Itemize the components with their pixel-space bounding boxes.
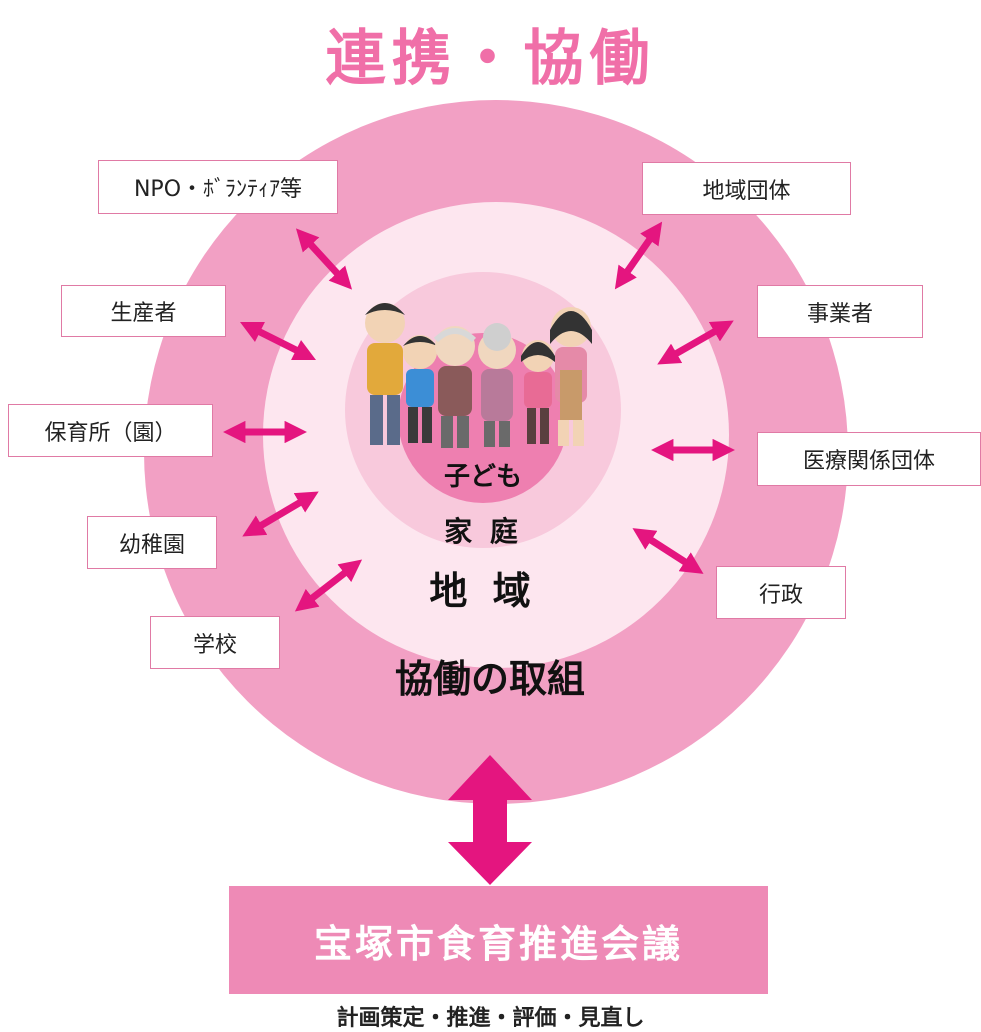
partner-npo-label: NPO・ﾎﾞﾗﾝﾃｨｱ等 xyxy=(133,177,303,202)
title: 連携・協働 xyxy=(325,24,656,94)
council-arrow xyxy=(448,755,532,885)
father-figure xyxy=(365,303,405,445)
partner-nursery: 保育所（園） xyxy=(8,404,213,457)
council-name: 宝塚市食育推進会議 xyxy=(313,921,683,966)
arrow-producers xyxy=(239,321,317,361)
arrow-kindergarten xyxy=(242,491,319,537)
family-illustration xyxy=(365,303,592,448)
partner-business-label: 事業者 xyxy=(806,301,873,327)
partner-school: 学校 xyxy=(150,616,280,669)
partner-kindergarten-label: 幼稚園 xyxy=(118,532,185,558)
partner-community: 地域団体 xyxy=(642,162,851,215)
partner-community-label: 地域団体 xyxy=(702,178,791,204)
grandfather-figure xyxy=(433,326,477,448)
arrows xyxy=(223,221,735,612)
partner-school-label: 学校 xyxy=(192,632,237,658)
partner-medical-label: 医療関係団体 xyxy=(802,449,935,474)
center-child: 子ども xyxy=(443,462,522,492)
center-collab: 協働の取組 xyxy=(394,657,585,701)
partner-government-label: 行政 xyxy=(758,582,803,608)
arrow-government xyxy=(632,528,704,574)
partner-producers: 生産者 xyxy=(61,285,226,337)
center-family: 家 庭 xyxy=(444,515,522,548)
arrow-school xyxy=(294,559,363,612)
partner-government: 行政 xyxy=(716,566,846,619)
mother-figure xyxy=(550,307,592,446)
partner-producers-label: 生産者 xyxy=(110,301,177,326)
arrow-npo xyxy=(295,228,353,290)
arrow-business xyxy=(657,320,734,365)
boy-figure xyxy=(403,335,437,443)
partner-npo: NPO・ﾎﾞﾗﾝﾃｨｱ等 xyxy=(98,160,338,214)
girl-figure xyxy=(521,340,555,444)
council-tasks: 計画策定・推進・評価・見直し xyxy=(336,1006,645,1031)
arrow-community xyxy=(614,221,663,290)
partner-medical: 医療関係団体 xyxy=(757,432,981,486)
partner-nursery-label: 保育所（園） xyxy=(44,420,177,446)
grandmother-figure xyxy=(478,323,516,447)
center-region: 地 域 xyxy=(429,569,537,613)
partner-business: 事業者 xyxy=(757,285,923,338)
partner-kindergarten: 幼稚園 xyxy=(87,516,217,569)
council-box: 宝塚市食育推進会議 xyxy=(229,886,768,994)
